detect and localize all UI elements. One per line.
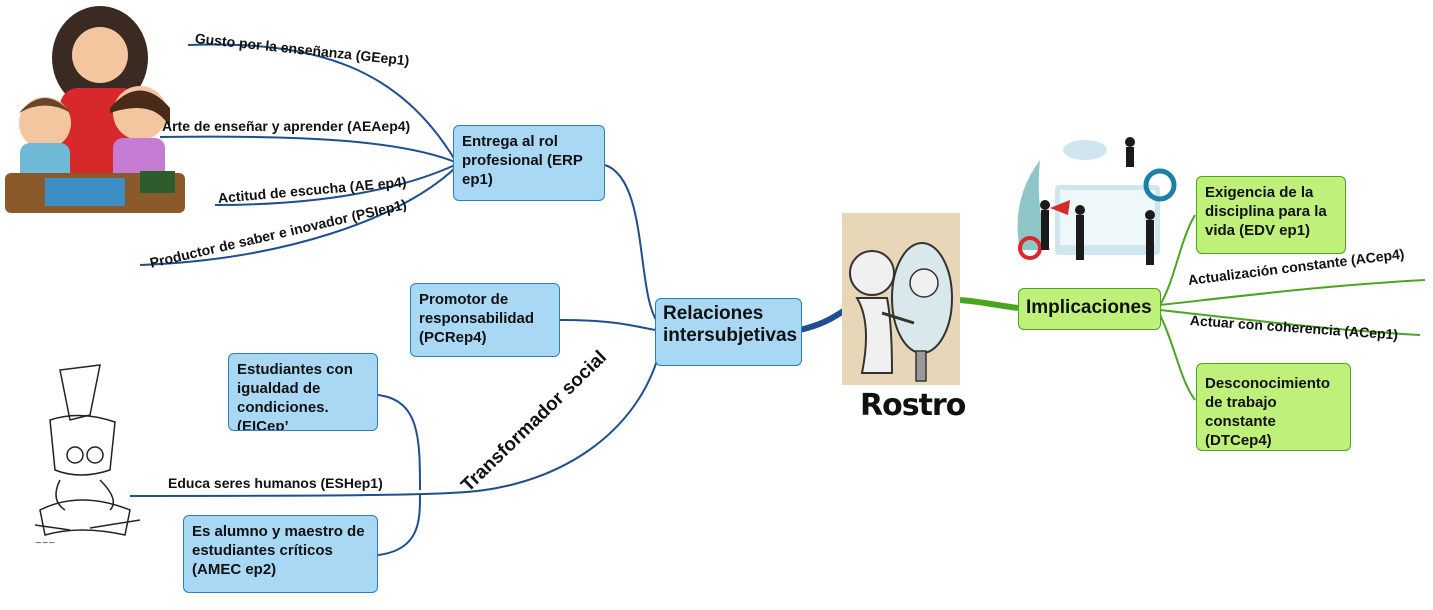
- node-implicaciones: Implicaciones: [1018, 288, 1161, 330]
- node-desconocimiento: Desconocimiento de trabajo constante (DT…: [1196, 363, 1351, 451]
- node-promotor: Promotor de responsabilidad (PCRep4): [410, 283, 560, 357]
- leaf-arte: Arte de enseñar y aprender (AEAep4): [162, 118, 411, 134]
- node-estudiantes: Estudiantes con igualdad de condiciones.…: [228, 353, 378, 431]
- leaf-educa: Educa seres humanos (ESHep1): [168, 475, 383, 491]
- business-team-illustration: [1017, 137, 1177, 265]
- node-alumno: Es alumno y maestro de estudiantes críti…: [183, 515, 378, 593]
- node-entrega: Entrega al rol profesional (ERP ep1): [453, 125, 605, 201]
- node-exigencia: Exigencia de la disciplina para la vida …: [1196, 176, 1346, 254]
- rostro-label: Rostro: [860, 388, 966, 423]
- node-relaciones: Relaciones intersubjetivas: [655, 298, 802, 366]
- teacher-children-illustration: [5, 6, 185, 213]
- reading-child-sketch-illustration: ~~~: [34, 364, 141, 547]
- svg-text:~~~: ~~~: [35, 538, 55, 547]
- mirror-face-illustration: [842, 213, 960, 385]
